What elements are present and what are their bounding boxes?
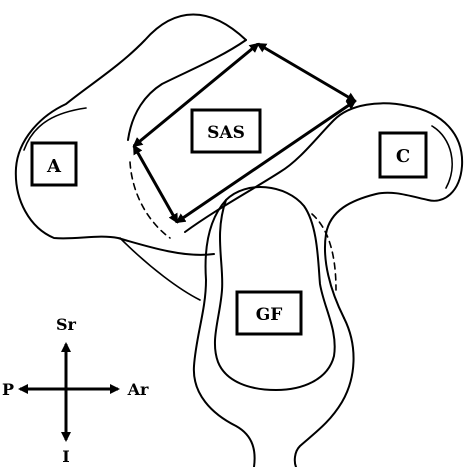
orientation-compass: Sr I P Ar	[2, 315, 149, 466]
label-gf-text: GF	[256, 305, 283, 325]
label-subacromial-space: SAS	[190, 108, 262, 154]
label-coracoid-text: C	[396, 146, 410, 167]
compass-posterior-label: P	[2, 380, 14, 399]
label-glenoid-fossa: GF	[235, 290, 303, 336]
label-sas-text: SAS	[207, 123, 245, 143]
subacromial-space-arrows	[132, 42, 357, 224]
label-acromion: A	[30, 141, 78, 187]
label-coracoid: C	[378, 131, 428, 179]
arrow-glenoid-edge	[132, 144, 179, 224]
arrow-acromion-coracoid	[256, 42, 357, 103]
compass-anterior-label: Ar	[127, 380, 149, 399]
compass-inferior-label: I	[62, 447, 69, 466]
label-acromion-text: A	[46, 156, 62, 177]
arrow-acromion-edge	[132, 42, 260, 148]
arrow-glenoid-coracoid	[175, 99, 357, 224]
compass-superior-label: Sr	[56, 315, 77, 334]
